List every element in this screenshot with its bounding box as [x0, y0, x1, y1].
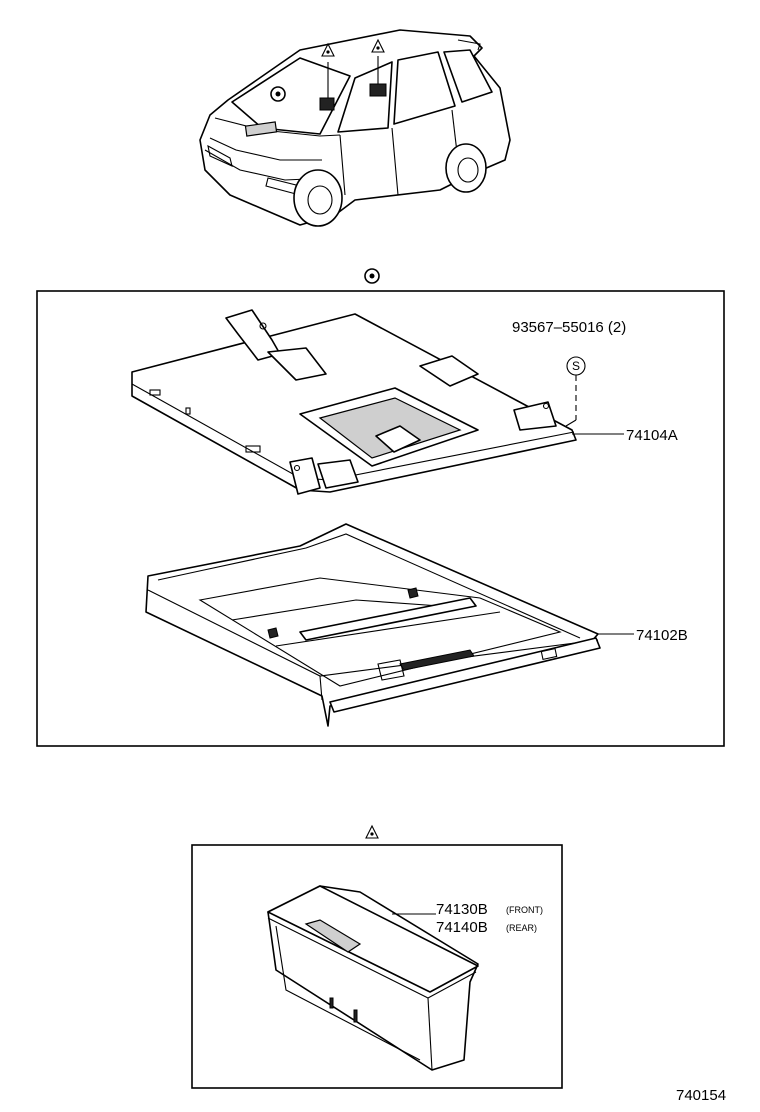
triangle-mark-icon [321, 42, 335, 57]
van-illustration [199, 29, 511, 227]
console-tray [145, 523, 601, 727]
box-front-note: (FRONT) [506, 905, 543, 915]
storage-box [267, 885, 479, 1071]
box-parts-frame [191, 844, 563, 1089]
triangle-mark-icon [371, 38, 385, 53]
circle-dot-icon [270, 86, 286, 102]
base-part-number: 74104A [626, 427, 678, 444]
main-parts-frame [36, 290, 725, 747]
screw-symbol: S [572, 359, 580, 373]
diagram-id: 740154 [676, 1087, 726, 1104]
circle-dot-icon [364, 268, 380, 284]
console-base-plate [131, 309, 577, 495]
triangle-mark-icon [365, 824, 379, 839]
box-front-part-number: 74130B [436, 901, 488, 918]
box-rear-part-number: 74140B [436, 919, 488, 936]
screw-part-number: 93567–55016 (2) [512, 319, 626, 336]
tray-part-number: 74102B [636, 627, 688, 644]
box-rear-note: (REAR) [506, 923, 537, 933]
